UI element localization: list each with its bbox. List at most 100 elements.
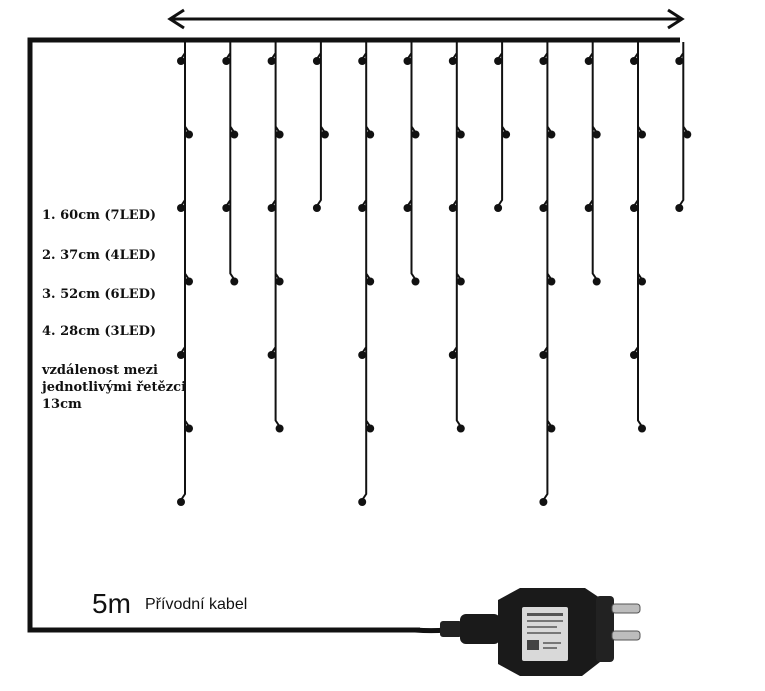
strand-wire [225,42,236,281]
light-strand [630,42,646,433]
led-bulb-icon [638,424,646,433]
light-strand [358,42,375,506]
led-bulb-icon [275,277,284,286]
led-bulb-icon [547,277,556,286]
strand-wire [361,42,372,501]
main-cable [27,37,680,633]
led-bulb-icon [630,351,638,359]
light-strand [675,42,692,212]
led-bulb-icon [547,130,556,139]
led-bulb-icon [320,130,329,139]
led-bulb-icon [494,204,503,212]
light-strand [403,42,420,286]
strand-wire [633,42,643,428]
light-strand [222,42,239,286]
power-adapter-icon [414,588,641,676]
led-bulb-icon [230,277,239,286]
led-bulb-icon [638,130,646,139]
cable-label: Přívodní kabel [145,596,248,613]
led-bulb-icon [502,130,511,139]
note-line-3: 13cm [42,397,82,412]
strand-wire [587,42,598,281]
led-bulb-icon [675,204,684,212]
led-bulb-icon [185,130,193,139]
legend-item-4: 4. 28cm (3LED) [42,324,157,339]
strand-wire [542,42,553,501]
legend-item-1: 1. 60cm (7LED) [42,208,157,223]
led-bulb-icon [638,277,646,286]
led-bulb-icon [267,351,276,359]
light-strand [539,42,556,506]
led-bulb-icon [177,351,185,359]
strand-wire [180,42,190,501]
strand-wire [678,42,689,207]
led-bulb-icon [222,204,231,212]
led-bulb-icon [275,424,284,433]
led-bulb-icon [411,277,420,286]
led-bulb-icon [275,130,284,139]
led-bulb-icon [584,57,593,65]
led-bulb-icon [366,424,375,433]
light-strands [177,42,692,506]
led-bulb-icon [539,351,548,359]
cable-length: 5m [92,588,131,619]
width-arrow [167,8,685,30]
led-bulb-icon [230,130,239,139]
light-strand [584,42,601,286]
led-bulb-icon [358,57,367,65]
strand-wire [270,42,281,428]
led-bulb-icon [177,498,185,506]
led-bulb-icon [358,351,367,359]
light-strand [177,42,193,506]
led-bulb-icon [456,130,465,139]
led-bulb-icon [539,498,548,506]
strand-wire [316,42,326,207]
plug-pin-icon [611,603,641,641]
led-bulb-icon [592,277,601,286]
light-strand [312,42,329,212]
led-bulb-icon [456,277,465,286]
led-bulb-icon [675,57,684,65]
light-strand [267,42,284,433]
light-strand [448,42,465,433]
led-bulb-icon [539,204,548,212]
led-bulb-icon [267,204,276,212]
led-bulb-icon [358,498,367,506]
led-bulb-icon [222,57,231,65]
led-bulb-icon [539,57,548,65]
led-bulb-icon [448,351,457,359]
strand-wire [497,42,507,207]
legend-item-2: 2. 37cm (4LED) [42,248,157,263]
light-strand [494,42,511,212]
led-bulb-icon [592,130,601,139]
strand-spacing-note: vzdálenost mezi jednotlivými řetězci 13c… [42,362,212,413]
strand-wire [406,42,417,281]
led-bulb-icon [185,424,193,433]
strand-wire [451,42,462,428]
led-bulb-icon [403,57,412,65]
legend-item-3: 3. 52cm (6LED) [42,287,157,302]
led-bulb-icon [366,277,375,286]
note-line-1: vzdálenost mezi [42,363,158,378]
led-bulb-icon [267,57,276,65]
led-bulb-icon [177,57,185,65]
led-bulb-icon [403,204,412,212]
led-bulb-icon [312,204,321,212]
led-bulb-icon [448,57,457,65]
led-bulb-icon [358,204,367,212]
led-bulb-icon [494,57,503,65]
led-bulb-icon [630,204,638,212]
led-bulb-icon [584,204,593,212]
led-bulb-icon [456,424,465,433]
led-bulb-icon [683,130,692,139]
led-bulb-icon [411,130,420,139]
led-bulb-icon [547,424,556,433]
led-bulb-icon [366,130,375,139]
led-bulb-icon [630,57,638,65]
led-bulb-icon [177,204,185,212]
led-bulb-icon [448,204,457,212]
led-bulb-icon [185,277,193,286]
led-bulb-icon [312,57,321,65]
note-line-2: jednotlivými řetězci [42,380,187,395]
